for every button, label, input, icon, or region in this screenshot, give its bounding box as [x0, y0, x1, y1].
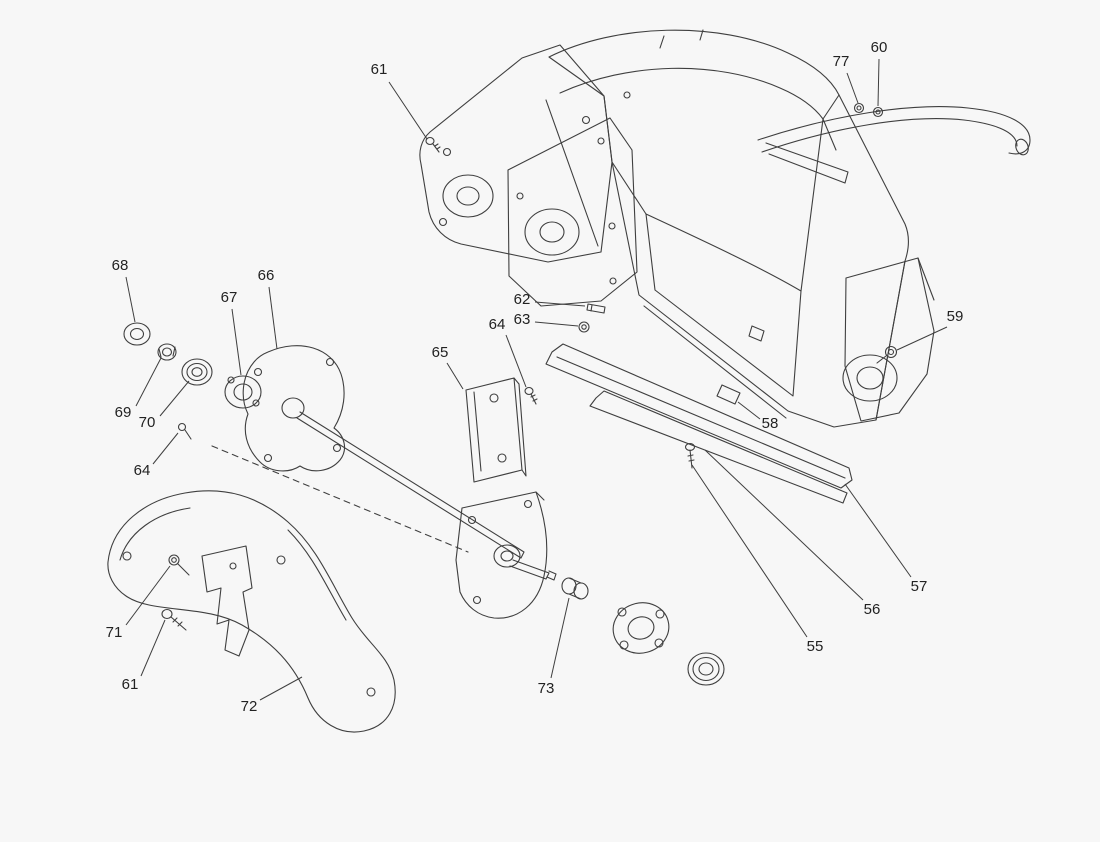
callout-leader-62: [534, 301, 586, 307]
callout-leader-68: [125, 276, 136, 323]
callout-label-68: 68: [112, 257, 129, 274]
ball-bearing: [687, 652, 725, 686]
callout-label-66: 66: [258, 267, 275, 284]
callout-label-67: 67: [221, 289, 238, 306]
callout-leader-56: [704, 449, 864, 601]
scraper-bar: [545, 343, 853, 504]
bolt-71: [168, 554, 190, 576]
bearing-flange: [612, 602, 670, 654]
nut-69: [157, 343, 177, 361]
callout-label-65: 65: [432, 344, 449, 361]
callout-label-57: 57: [911, 578, 928, 595]
spacer-73: [561, 577, 589, 600]
pin-62: [586, 303, 606, 314]
callout-label-62: 62: [514, 291, 531, 308]
screw-64-left: [177, 422, 192, 440]
washer-63: [578, 321, 590, 333]
callout-leader-61-top: [388, 81, 428, 140]
flange-67: [224, 375, 262, 409]
callout-label-63: 63: [514, 311, 531, 328]
callout-leader-72: [259, 676, 303, 701]
auger-housing: [548, 29, 909, 428]
alignment-dashed-line: [211, 445, 469, 553]
mount-bracket: [201, 545, 253, 657]
callout-label-71: 71: [106, 624, 123, 641]
callout-label-77: 77: [833, 53, 850, 70]
bearing-housing-66: [242, 345, 346, 472]
screw-55: [684, 442, 696, 469]
callout-leader-71: [125, 565, 171, 626]
callout-leader-64-left: [152, 432, 179, 465]
callout-leader-63: [534, 321, 579, 327]
washer-68: [123, 322, 151, 346]
callout-label-70: 70: [139, 414, 156, 431]
callout-leader-60: [877, 58, 880, 107]
callout-label-61-top: 61: [371, 61, 388, 78]
callout-leader-59: [896, 326, 948, 351]
callout-label-73: 73: [538, 680, 555, 697]
callout-layer: 61 77 60 68 66 67 69 70 64 65 64 62 63 59 58 57 56 55 71 61…: [106, 39, 964, 715]
callout-label-58: 58: [762, 415, 779, 432]
screw-64-mid: [524, 386, 538, 405]
screw-61-top: [425, 136, 441, 153]
callout-leader-58: [737, 401, 761, 420]
callout-leader-57: [844, 483, 912, 578]
callout-leader-77: [846, 72, 859, 104]
deflector-72: [107, 490, 396, 733]
lower-bearing-plate: [455, 491, 548, 619]
callout-label-56: 56: [864, 601, 881, 618]
callout-label-55: 55: [807, 638, 824, 655]
callout-leader-66: [268, 286, 278, 350]
handle-rod: [757, 106, 1031, 184]
bolt-59: [876, 345, 898, 364]
diagram-line-art: [107, 29, 1031, 733]
callout-leader-70: [159, 380, 190, 417]
callout-leader-65: [446, 362, 464, 390]
callout-leader-73: [550, 597, 570, 679]
callout-label-64-mid: 64: [489, 316, 506, 333]
bracket-65: [465, 377, 527, 483]
callout-label-61-bottom: 61: [122, 676, 139, 693]
left-side-plate-outer: [419, 44, 613, 263]
callout-leader-67: [231, 308, 242, 376]
callout-label-72: 72: [241, 698, 258, 715]
left-side-plate-inner: [507, 117, 638, 307]
callout-label-64-left: 64: [134, 462, 151, 479]
callout-leader-55: [691, 464, 808, 638]
shaft-stub: [509, 559, 557, 581]
callout-label-69: 69: [115, 404, 132, 421]
bolt-61-bottom: [161, 608, 187, 631]
bearing-70: [181, 358, 213, 386]
callout-label-59: 59: [947, 308, 964, 325]
right-side-plate: [842, 257, 935, 422]
callout-leader-69: [135, 357, 162, 407]
callout-label-60: 60: [871, 39, 888, 56]
axle-shaft: [296, 411, 525, 559]
rod-fasteners: [853, 102, 884, 118]
callout-leader-64-mid: [505, 334, 527, 388]
callout-leader-61-bottom: [140, 619, 166, 677]
